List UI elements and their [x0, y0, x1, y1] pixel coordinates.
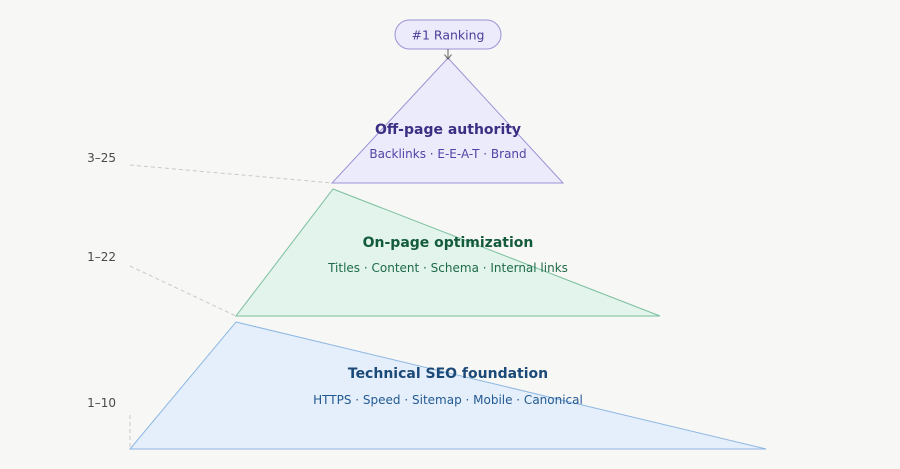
side-label-middle: 11–22 — [79, 250, 116, 264]
layer-technical-seo — [128, 321, 767, 450]
layer-on-page-items: Titles · Content · Schema · Internal lin… — [327, 261, 568, 275]
layer-on-page-title: On-page optimization — [363, 235, 534, 251]
guide-line-top — [129, 164, 333, 184]
layer-technical-seo-title: Technical SEO foundation — [348, 366, 548, 382]
layer-on-page — [234, 188, 661, 317]
ranking-pill-label: #1 Ranking — [412, 28, 485, 43]
arrow-down-icon — [444, 54, 452, 60]
guide-line-middle — [129, 265, 237, 317]
left-clip-mask — [0, 0, 88, 465]
layer-technical-seo-items: HTTPS · Speed · Sitemap · Mobile · Canon… — [313, 393, 583, 407]
layer-off-page-items: Backlinks · E-E-A-T · Brand — [369, 147, 526, 161]
layer-off-page — [330, 57, 565, 184]
side-label-bottom: 1–10 — [87, 396, 116, 410]
side-label-top: 3–25 — [87, 151, 116, 165]
layer-off-page-title: Off-page authority — [375, 122, 521, 138]
